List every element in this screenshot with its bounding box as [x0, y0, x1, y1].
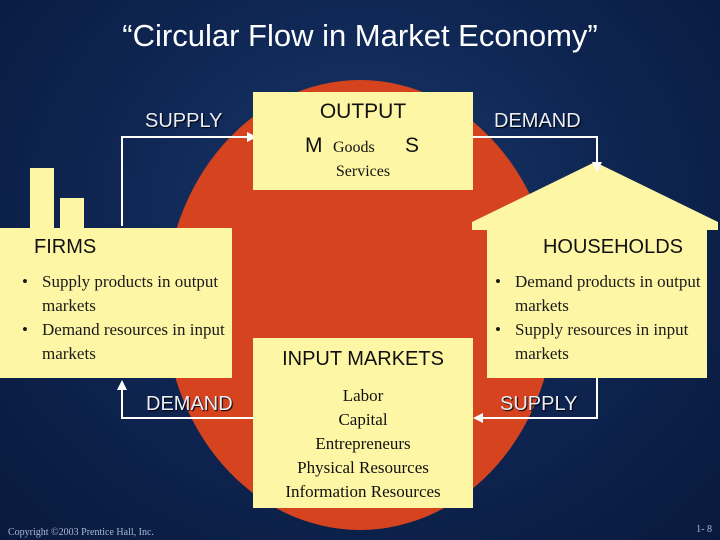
- output-markets-subtitle: M Goods S: [305, 134, 435, 162]
- house-roof-icon: [472, 162, 718, 230]
- firms-bullet: Demand resources in input markets: [20, 318, 226, 366]
- demand-bottom-label: DEMAND: [146, 393, 233, 415]
- output-markets-subtitle-right: S: [405, 134, 420, 157]
- households-bullet-list: Demand products in output markets Supply…: [493, 270, 701, 366]
- factory-chimney-right: [60, 198, 84, 230]
- input-markets-box: INPUT MARKETS Labor Capital Entrepreneur…: [253, 338, 473, 508]
- firms-title: FIRMS: [34, 236, 97, 258]
- firms-bullet: Supply products in output markets: [20, 270, 226, 318]
- input-markets-item: Physical Resources: [297, 458, 429, 477]
- slide-title: “Circular Flow in Market Economy”: [122, 18, 598, 53]
- output-markets-services: Services: [335, 163, 391, 180]
- output-markets-box: OUTPUT M Goods S Services: [253, 92, 473, 190]
- input-markets-item: Information Resources: [285, 482, 441, 501]
- input-markets-item: Entrepreneurs: [315, 434, 411, 453]
- factory-chimney-left: [30, 168, 54, 230]
- firms-box: FIRMS Supply products in output markets …: [0, 228, 232, 378]
- supply-top-label: SUPPLY: [145, 110, 223, 132]
- households-box: HOUSEHOLDS Demand products in output mar…: [487, 228, 707, 378]
- demand-bottom-arrow: [117, 380, 255, 419]
- input-markets-item: Capital: [338, 410, 388, 429]
- demand-top-arrow: [472, 136, 602, 172]
- input-markets-title: INPUT MARKETS: [282, 348, 444, 370]
- output-markets-subtitle-mid: Goods: [333, 139, 375, 156]
- supply-top-arrow: [121, 132, 257, 226]
- households-bullet: Demand products in output markets: [493, 270, 701, 318]
- copyright-text: Copyright ©2003 Prentice Hall, Inc.: [8, 527, 154, 538]
- input-markets-list: Labor Capital Entrepreneurs Physical Res…: [253, 384, 473, 504]
- firms-bullet-list: Supply products in output markets Demand…: [20, 270, 226, 366]
- input-markets-item: Labor: [342, 386, 384, 405]
- output-markets-subtitle-left: M: [305, 134, 323, 157]
- page-number: 1- 8: [696, 524, 712, 535]
- demand-top-label: DEMAND: [494, 110, 581, 132]
- supply-bottom-label: SUPPLY: [500, 393, 578, 415]
- output-markets-title: OUTPUT: [319, 100, 407, 123]
- households-bullet: Supply resources in input markets: [493, 318, 701, 366]
- supply-bottom-arrow: [473, 378, 598, 423]
- households-title: HOUSEHOLDS: [542, 236, 683, 258]
